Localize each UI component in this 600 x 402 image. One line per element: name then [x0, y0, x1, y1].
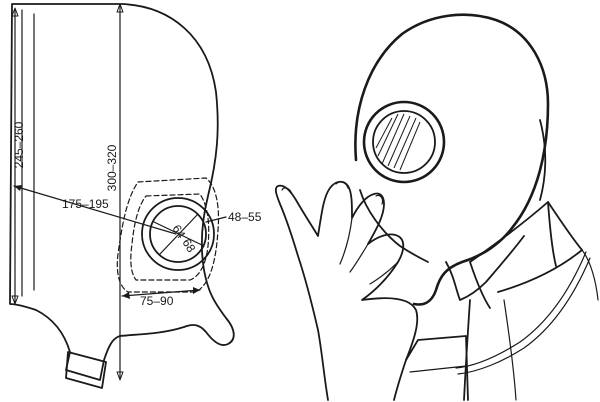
mask-eyepiece-rim: [362, 100, 446, 184]
mask-strap: [455, 251, 587, 369]
chin-tab: [65, 351, 107, 389]
dim-eye-edge-line: [13, 185, 177, 235]
window-dashed-outline: [116, 177, 220, 293]
dim-eye-edge: 175–195: [62, 197, 109, 211]
shirt-collar: [469, 201, 583, 293]
hand: [274, 180, 419, 401]
mask-pattern-drawing: 245–260 300–320 175–195 48–55 64 68 75–9…: [9, 3, 262, 389]
dim-eyepiece-outer: 48–55: [228, 210, 262, 224]
pattern-outline: [9, 3, 235, 381]
eyepiece-outer: [141, 197, 215, 271]
sleeve-cuff: [405, 335, 469, 401]
dim-side-height: 245–260: [12, 121, 26, 168]
dim-window-width: 75–90: [140, 294, 174, 308]
dim-total-height: 300–320: [105, 144, 119, 191]
mask-hood: [354, 13, 550, 306]
eyepiece-inner: [149, 205, 207, 263]
person-wearing-mask-illustration: [274, 13, 599, 401]
dim-inner-b: 68: [179, 236, 198, 255]
dim-window-width-line: [121, 289, 201, 297]
mask-eyepiece-lens: [372, 110, 436, 174]
dim-inner-a: 64: [169, 222, 188, 241]
lens-hatching: [375, 113, 421, 171]
